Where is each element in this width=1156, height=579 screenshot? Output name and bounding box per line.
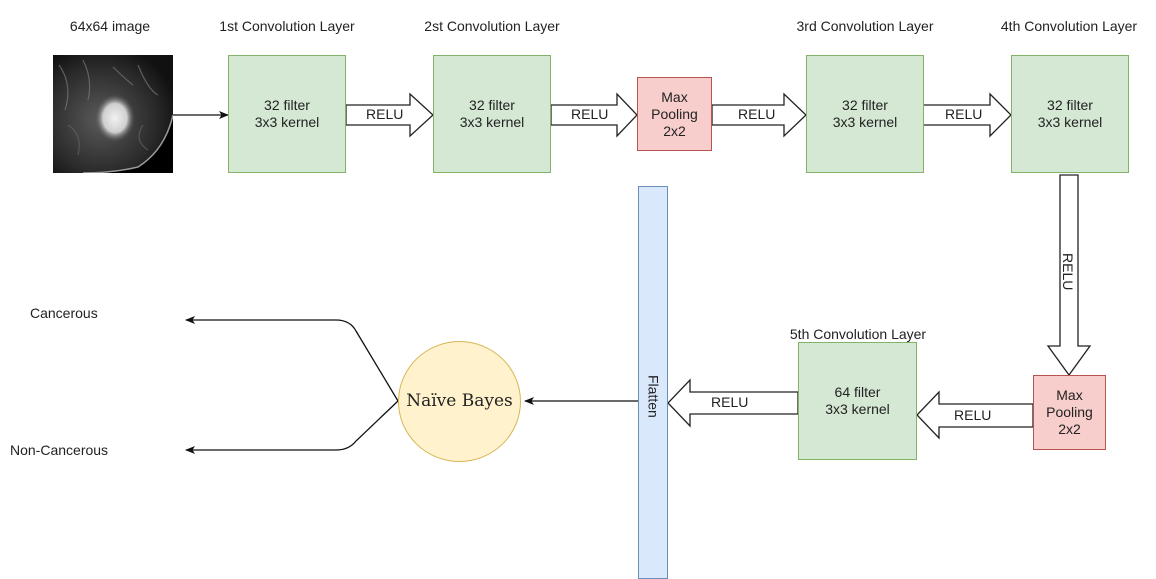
relu-label-down: RELU <box>1060 253 1076 290</box>
max-pooling-2-box: Max Pooling 2x2 <box>1033 375 1106 450</box>
pool1-line2: Pooling <box>651 106 698 123</box>
output-cancerous: Cancerous <box>30 305 98 321</box>
conv1-kernel: 3x3 kernel <box>255 114 320 131</box>
relu-label-5: RELU <box>954 407 991 423</box>
relu-label-4: RELU <box>945 106 982 122</box>
relu-label-2: RELU <box>571 106 608 122</box>
relu-label-1: RELU <box>366 106 403 122</box>
flatten-label: Flatten <box>645 375 662 418</box>
conv3-kernel: 3x3 kernel <box>833 114 898 131</box>
conv5-title: 5th Convolution Layer <box>790 326 926 342</box>
conv4-title: 4th Convolution Layer <box>1001 18 1137 34</box>
conv4-filters: 32 filter <box>1047 97 1093 114</box>
image-title: 64x64 image <box>70 18 150 34</box>
pool1-line3: 2x2 <box>663 123 686 140</box>
flatten-layer: Flatten <box>638 186 668 579</box>
conv4-box: 32 filter 3x3 kernel <box>1011 55 1129 173</box>
conv2-kernel: 3x3 kernel <box>460 114 525 131</box>
naive-bayes-classifier: Naïve Bayes <box>398 341 521 462</box>
classifier-to-noncancerous-connector <box>186 401 398 450</box>
conv5-filters: 64 filter <box>835 384 881 401</box>
output-non-cancerous: Non-Cancerous <box>10 442 108 458</box>
conv5-kernel: 3x3 kernel <box>825 401 890 418</box>
pool2-line1: Max <box>1056 387 1082 404</box>
conv3-box: 32 filter 3x3 kernel <box>806 55 924 173</box>
conv2-filters: 32 filter <box>469 97 515 114</box>
pool2-line3: 2x2 <box>1058 421 1081 438</box>
pool2-line2: Pooling <box>1046 404 1093 421</box>
conv4-kernel: 3x3 kernel <box>1038 114 1103 131</box>
conv2-title: 2st Convolution Layer <box>424 18 559 34</box>
mri-scan-image <box>53 55 173 173</box>
conv1-filters: 32 filter <box>264 97 310 114</box>
max-pooling-1-box: Max Pooling 2x2 <box>637 77 712 151</box>
conv1-title: 1st Convolution Layer <box>219 18 354 34</box>
relu-label-6: RELU <box>711 394 748 410</box>
input-image <box>53 55 173 173</box>
conv2-box: 32 filter 3x3 kernel <box>433 55 551 173</box>
conv5-box: 64 filter 3x3 kernel <box>798 342 917 460</box>
classifier-to-cancerous-connector <box>186 320 398 401</box>
conv3-filters: 32 filter <box>842 97 888 114</box>
relu-label-3: RELU <box>738 106 775 122</box>
pool1-line1: Max <box>661 89 687 106</box>
classifier-label: Naïve Bayes <box>406 393 513 410</box>
conv3-title: 3rd Convolution Layer <box>797 18 934 34</box>
conv1-box: 32 filter 3x3 kernel <box>228 55 346 173</box>
